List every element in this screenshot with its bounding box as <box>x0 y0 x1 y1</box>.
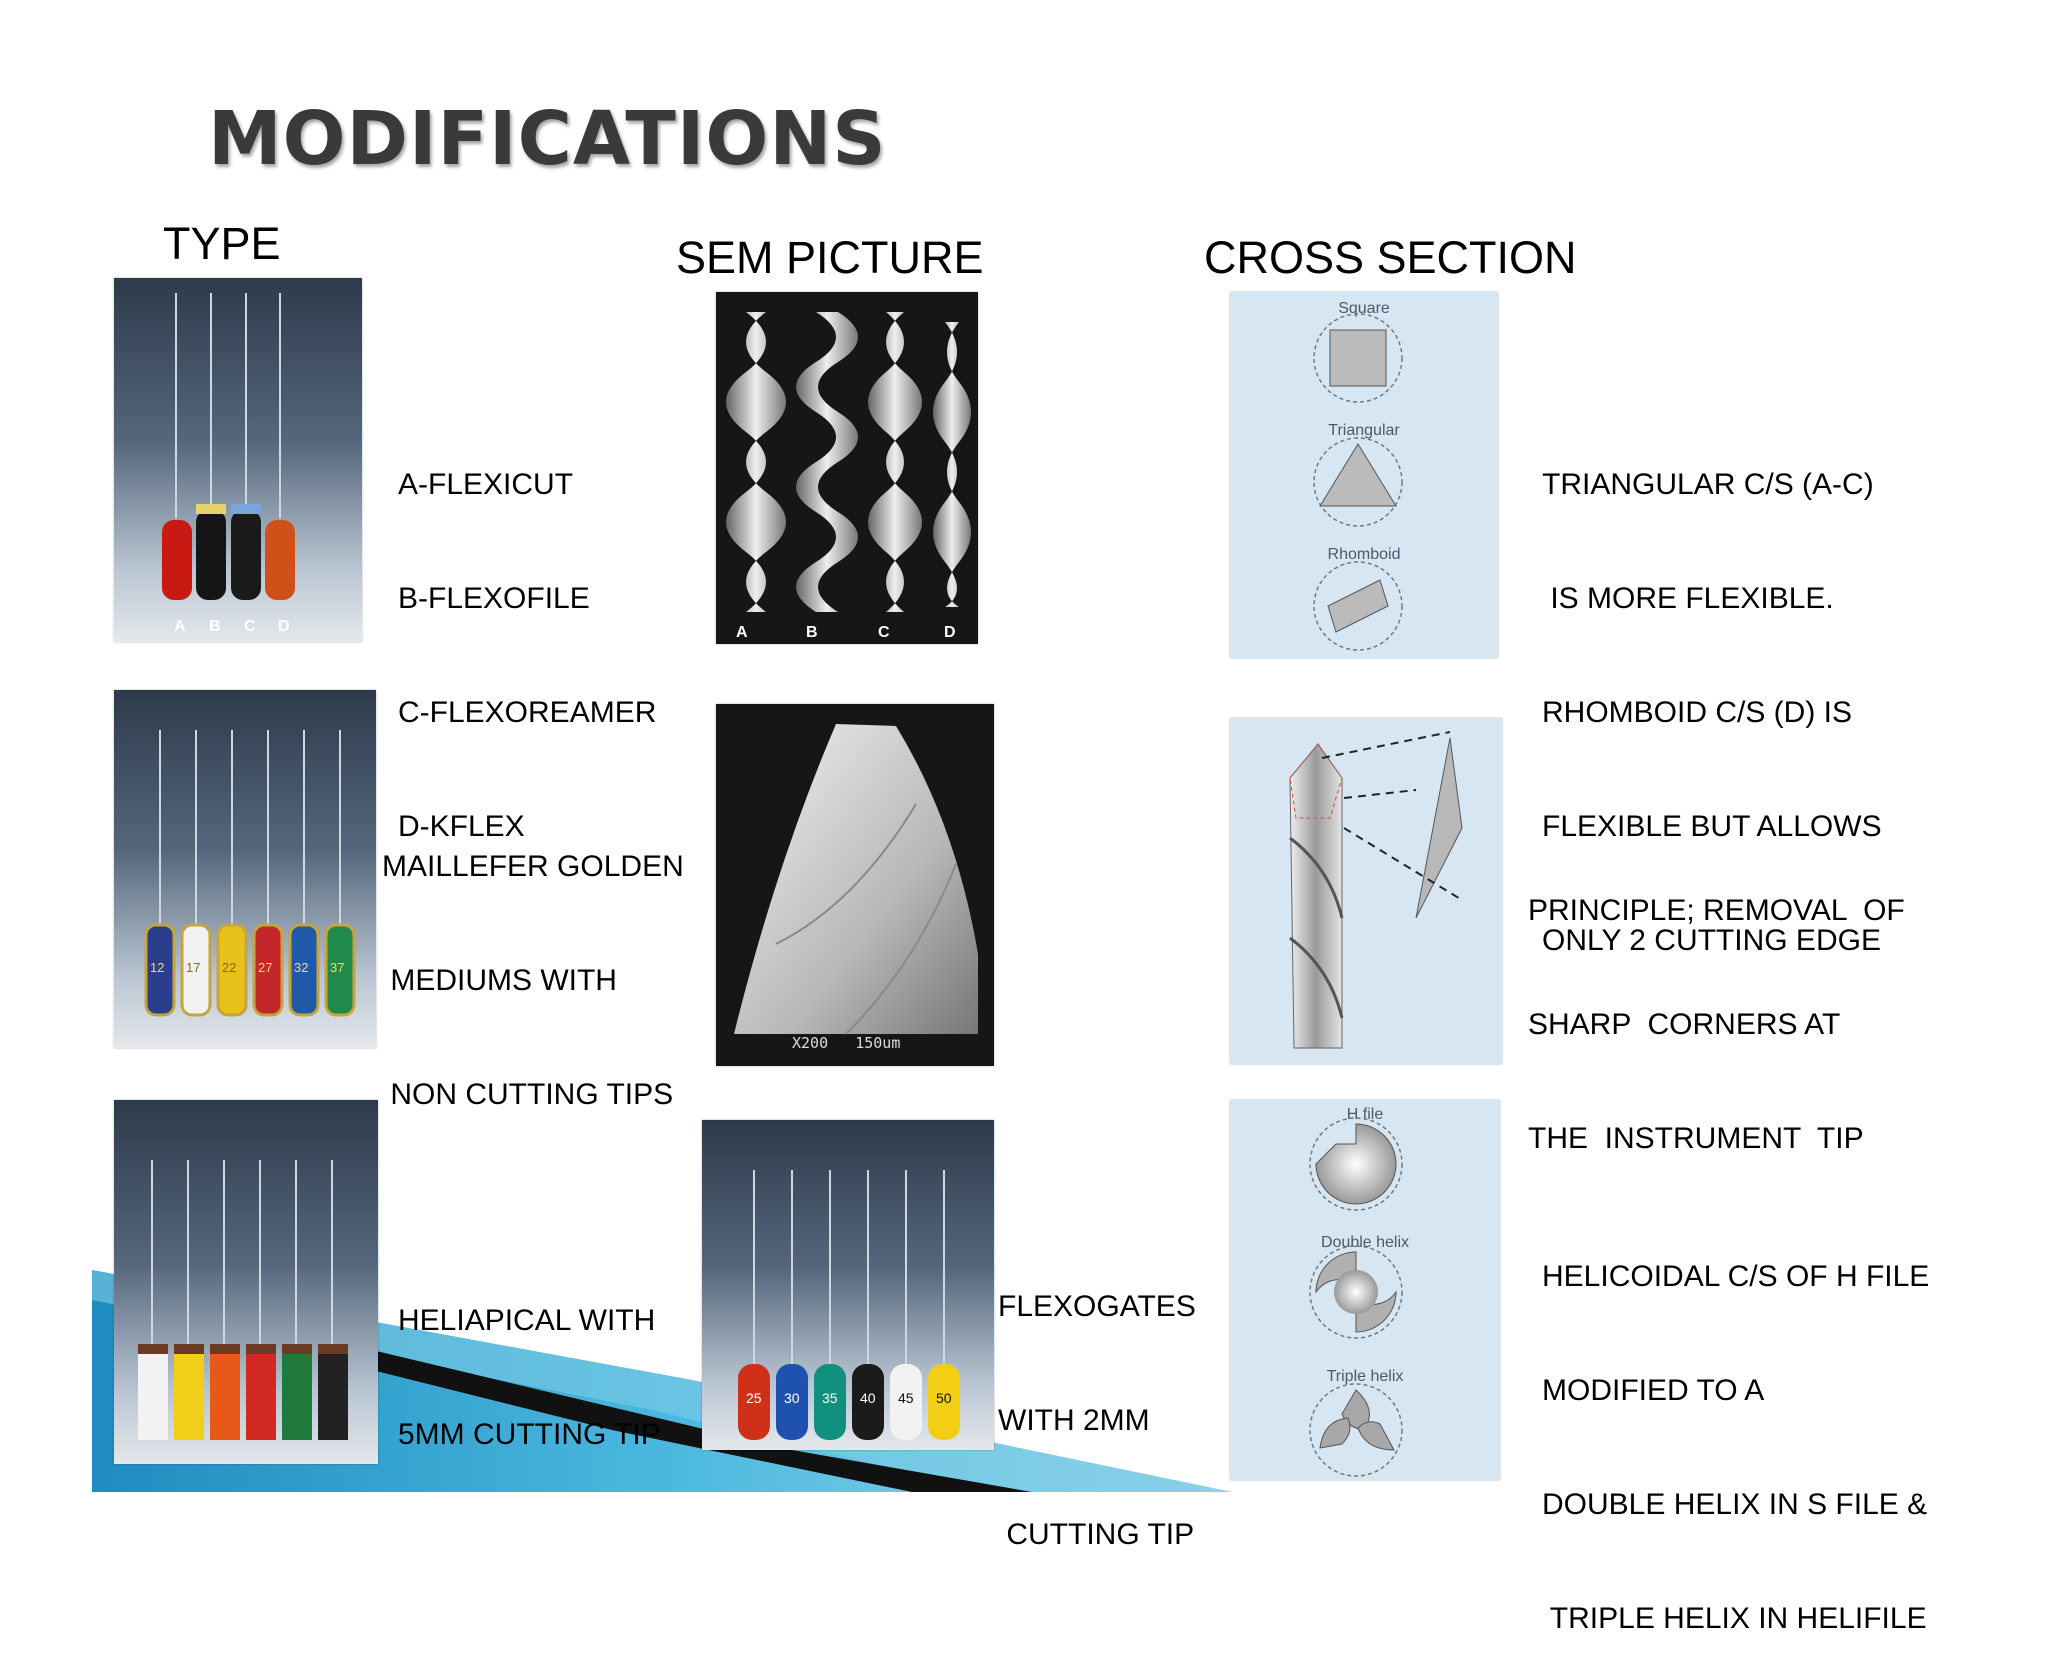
row2-note: PRINCIPLE; REMOVAL OF SHARP CORNERS AT T… <box>1528 816 1905 1196</box>
cs-label-rhomboid: Rhomboid <box>1327 546 1401 563</box>
handle-number: 27 <box>258 960 273 975</box>
row2-sem-picture: X200 150um <box>716 704 994 1066</box>
note-line: IS MORE FLEXIBLE. <box>1542 582 1834 615</box>
type-item: HELIAPICAL WITH <box>398 1304 656 1337</box>
row1-files-illustration <box>162 293 295 600</box>
flexicut-files-photo: A B C D <box>114 278 362 642</box>
flexogates-line: CUTTING TIP <box>998 1518 1195 1551</box>
handle-number: 22 <box>222 960 237 975</box>
handle-number: 50 <box>936 1390 952 1406</box>
note-line: FLEXIBLE BUT ALLOWS <box>1542 810 1882 843</box>
note-line: THE INSTRUMENT TIP <box>1528 1122 1864 1155</box>
twisted-files-sem-image <box>726 312 971 612</box>
handle-number: 12 <box>150 960 165 975</box>
cs-label-h-file: H file <box>1346 1106 1384 1123</box>
row3-type-list: HELIAPICAL WITH 5MM CUTTING TIP <box>398 1226 661 1492</box>
type-item: D-KFLEX <box>398 810 525 843</box>
flexogates-line: FLEXOGATES <box>998 1290 1196 1323</box>
handle-number: 45 <box>898 1390 914 1406</box>
helix-cross-section-shapes <box>1309 1117 1403 1477</box>
instrument-tip-illustration <box>1289 731 1463 1049</box>
row1-note: TRIANGULAR C/S (A-C) IS MORE FLEXIBLE. R… <box>1542 390 1882 998</box>
row2-files-illustration <box>144 730 356 1017</box>
row2-tip-principle-diagram <box>1230 718 1502 1064</box>
type-item: B-FLEXOFILE <box>398 582 590 615</box>
sem-letter-d: D <box>944 624 956 641</box>
sem-scale-caption: X200 150um <box>792 1034 901 1052</box>
photo-letter-c: C <box>244 618 256 635</box>
heliapical-files-photo <box>114 1100 378 1464</box>
cs-label-square: Square <box>1338 300 1390 317</box>
photo-letter-a: A <box>174 618 186 635</box>
note-line: ONLY 2 CUTTING EDGE <box>1542 924 1881 957</box>
note-line: MODIFIED TO A <box>1542 1374 1765 1407</box>
sem-letter-b: B <box>806 624 818 641</box>
flexogates-files-photo: 25 30 35 40 45 50 <box>702 1120 994 1450</box>
type-item: MEDIUMS WITH <box>382 964 617 997</box>
cross-section-shapes <box>1313 313 1403 651</box>
flexogates-line: WITH 2MM <box>998 1404 1150 1437</box>
golden-mediums-photo: 12 17 22 27 32 37 <box>114 690 376 1048</box>
handle-number: 37 <box>330 960 345 975</box>
handle-number: 25 <box>746 1390 762 1406</box>
row3-files-illustration <box>138 1160 348 1440</box>
column-header-sem: SEM PICTURE <box>676 232 984 283</box>
slide-title: MODIFICATIONS <box>208 96 887 182</box>
photo-letter-b: B <box>209 618 221 635</box>
handle-number: 17 <box>186 960 201 975</box>
note-line: DOUBLE HELIX IN S FILE & <box>1542 1488 1928 1521</box>
handle-number: 40 <box>860 1390 876 1406</box>
type-item: 5MM CUTTING TIP <box>398 1418 661 1451</box>
sem-letter-a: A <box>736 624 748 641</box>
row1-cross-section-diagram: Square Triangular Rhomboid <box>1230 292 1498 658</box>
note-line: SHARP CORNERS AT <box>1528 1008 1841 1041</box>
row3-cross-section-diagram: H file Double helix Triple helix <box>1230 1100 1500 1480</box>
row1-sem-picture: A B C D <box>716 292 978 644</box>
note-line: RHOMBOID C/S (D) IS <box>1542 696 1853 729</box>
cs-label-double-helix: Double helix <box>1320 1234 1410 1251</box>
handle-number: 35 <box>822 1390 838 1406</box>
cs-label-triangular: Triangular <box>1328 422 1400 439</box>
row1-type-list: A-FLEXICUT B-FLEXOFILE C-FLEXOREAMER D-K… <box>398 390 656 884</box>
note-line: TRIPLE HELIX IN HELIFILE <box>1542 1602 1927 1635</box>
sem-letter-c: C <box>878 624 890 641</box>
row2-type-list: MAILLEFER GOLDEN MEDIUMS WITH NON CUTTIN… <box>382 772 684 1152</box>
photo-letter-d: D <box>278 618 290 635</box>
handle-number: 30 <box>784 1390 800 1406</box>
note-line: HELICOIDAL C/S OF H FILE <box>1542 1260 1930 1293</box>
column-header-type: TYPE <box>163 218 281 269</box>
non-cutting-tip-sem-image <box>734 724 978 1035</box>
type-item: A-FLEXICUT <box>398 468 574 501</box>
row3-note: HELICOIDAL C/S OF H FILE MODIFIED TO A D… <box>1542 1182 1929 1676</box>
flexogates-files-illustration <box>738 1170 960 1440</box>
column-header-cross-section: CROSS SECTION <box>1204 232 1577 283</box>
type-item: MAILLEFER GOLDEN <box>382 850 684 883</box>
note-line: TRIANGULAR C/S (A-C) <box>1542 468 1874 501</box>
type-item: C-FLEXOREAMER <box>398 696 657 729</box>
cs-label-triple-helix: Triple helix <box>1326 1368 1404 1385</box>
handle-number: 32 <box>294 960 309 975</box>
flexogates-label: FLEXOGATES WITH 2MM CUTTING TIP <box>998 1212 1196 1592</box>
type-item: NON CUTTING TIPS <box>382 1078 674 1111</box>
note-line: PRINCIPLE; REMOVAL OF <box>1528 894 1905 927</box>
